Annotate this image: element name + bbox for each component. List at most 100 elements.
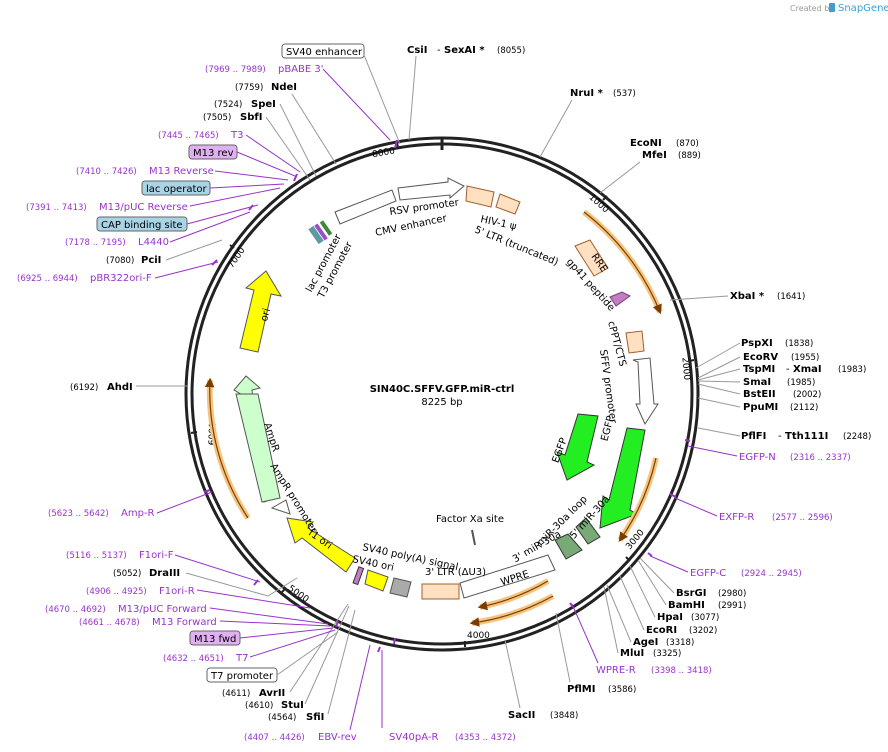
site-stui: StuI [281, 700, 304, 711]
snapgene-logo-icon [829, 3, 835, 12]
ltr3-box [421, 583, 460, 600]
primer-f1orir-pos: (4906 .. 4925) [86, 587, 147, 597]
site-agei: AgeI [633, 637, 658, 648]
primer-t7: T7 [235, 653, 248, 664]
tick-8000: 8000 [372, 146, 397, 160]
primer-pbr322: pBR322ori-F [90, 273, 152, 284]
primer-ampr-pos: (5623 .. 5642) [48, 509, 109, 519]
wpre-arrow [459, 554, 556, 599]
primer-m13fwd: M13 fwd [194, 634, 236, 645]
rre-box [574, 239, 609, 277]
sffv-promoter-arrow [632, 357, 659, 426]
primer-l4440-pos: (7178 .. 7195) [65, 238, 126, 248]
site-tspmi: TspMI [743, 364, 775, 375]
site-xbai-star: XbaI * [730, 291, 765, 302]
site-ecorv-pos: (1955) [791, 353, 819, 363]
rsv-promoter-arrow [397, 177, 465, 201]
site-smai: SmaI [743, 377, 771, 388]
site-pspxi-pos: (1838) [785, 339, 813, 349]
primer-labels: pBABE 3' (7969 .. 7989) T3 (7445 .. 7465… [17, 64, 851, 743]
site-pflmi: PflMI [567, 684, 595, 695]
site-econi: EcoNI [630, 138, 662, 149]
ampr-promoter-arrow [270, 499, 291, 515]
site-tspmi-pos: (1983) [838, 365, 866, 375]
primer-ampr: Amp-R [121, 508, 155, 519]
primer-m13reverse-pos: (7410 .. 7426) [76, 167, 137, 177]
site-ahdi-pos: (6192) [70, 383, 98, 393]
ampr-body [235, 393, 281, 503]
mir-5-arrow [554, 533, 583, 560]
label-egfp-outer: EGFP [600, 415, 617, 443]
egfp-arrow-inner [556, 413, 599, 481]
site-pcii-pos: (7080) [106, 256, 134, 266]
site-spei-pos: (7524) [214, 100, 242, 110]
site-mfei-pos: (889) [678, 151, 701, 161]
site-pspxi: PspXI [741, 338, 773, 349]
svg-text:-: - [437, 45, 441, 56]
site-ahdi: AhdI [107, 382, 133, 393]
ori-arrow [239, 270, 283, 353]
primer-egfpn: EGFP-N [739, 452, 776, 463]
primer-ebvrev-pos: (4407 .. 4426) [244, 733, 305, 743]
site-bsrgi: BsrGI [676, 588, 706, 599]
ltr5-box [495, 193, 521, 215]
primer-exfpr-pos: (2577 .. 2596) [772, 513, 833, 523]
primer-m13puc-fwd-pos: (4670 .. 4692) [45, 605, 106, 615]
primer-sv40par: SV40pA-R [389, 732, 438, 743]
primer-m13puc-rev-pos: (7391 .. 7413) [26, 203, 87, 213]
cppt-box [625, 330, 645, 354]
primer-ebvrev: EBV-rev [318, 732, 357, 743]
label-ori: ori [259, 307, 273, 322]
site-stui-pos: (4610) [245, 701, 273, 711]
sv40-ori-box [364, 569, 389, 592]
site-smai-pos: (1985) [787, 378, 815, 388]
site-bsteii-pos: (2002) [793, 390, 821, 400]
site-hpai-pos: (3077) [691, 613, 719, 623]
primer-m13forward: M13 Forward [152, 617, 217, 628]
site-ecori-pos: (3202) [689, 626, 717, 636]
primer-pbabe3: pBABE 3' [278, 64, 324, 75]
site-pflfi-pos: (2248) [843, 432, 871, 442]
site-ppumi: PpuMI [743, 402, 778, 413]
site-avrii: AvrII [259, 688, 285, 699]
site-sbfi: SbfI [240, 112, 262, 123]
primer-cap: CAP binding site [101, 220, 183, 231]
site-agei-pos: (3318) [666, 638, 694, 648]
factor-xa-marker [471, 529, 476, 546]
primer-f1orir: F1ori-R [159, 586, 195, 597]
site-ppumi-pos: (2112) [790, 403, 818, 413]
sv40-polya-box [389, 577, 412, 598]
brand-created-by: Created by [790, 4, 834, 13]
site-ecorv: EcoRV [743, 352, 778, 363]
primer-wprer-pos: (3398 .. 3418) [651, 666, 712, 676]
site-ecori: EcoRI [646, 625, 677, 636]
primer-exfpr: EXFP-R [719, 512, 754, 523]
label-cmv-enhancer: CMV enhancer [374, 213, 448, 239]
primer-wprer: WPRE-R [596, 665, 636, 676]
cmv-enhancer-arrow [334, 189, 397, 225]
site-bsrgi-pos: (2980) [718, 589, 746, 599]
primer-t7-pos: (4632 .. 4651) [163, 654, 224, 664]
primer-pbr322-pos: (6925 .. 6944) [17, 274, 78, 284]
site-nrui: NruI * [570, 88, 604, 99]
primer-m13puc-rev: M13/pUC Reverse [99, 202, 188, 213]
plasmid-length: 8225 bp [421, 397, 462, 408]
primer-t7prom: T7 promoter [210, 671, 274, 682]
site-labels: CsiI - SexAI * (8055) NruI * (537) EcoNI… [70, 45, 871, 723]
primer-f1orif-pos: (5116 .. 5137) [66, 551, 127, 561]
tick-marks [190, 141, 695, 647]
orf-arcs [204, 209, 663, 627]
primer-egfpc-pos: (2924 .. 2945) [741, 569, 802, 579]
site-mlui-pos: (3325) [653, 649, 681, 659]
site-xmai: XmaI [793, 364, 822, 375]
site-pflmi-pos: (3586) [608, 685, 636, 695]
site-ndei-pos: (7759) [235, 83, 263, 93]
primer-egfpc: EGFP-C [690, 568, 726, 579]
site-draiii: DraIII [149, 568, 180, 579]
tick-2000: 2000 [679, 357, 691, 381]
primer-t3: T3 [230, 130, 243, 141]
site-ndei: NdeI [271, 82, 297, 93]
svg-text:-: - [778, 431, 782, 442]
egfp-arrow-outer [599, 427, 646, 529]
svg-text:-: - [786, 364, 790, 375]
